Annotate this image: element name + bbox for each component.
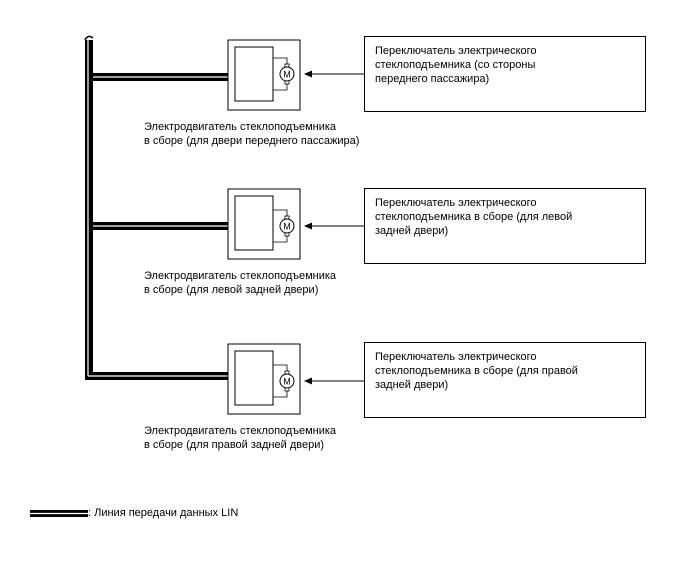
lin-branch-2 [93, 222, 228, 230]
switch-box-rear-right: Переключатель электрического стеклоподъе… [364, 342, 646, 418]
motor-unit-1: M [227, 39, 301, 111]
legend-lin-symbol [30, 510, 88, 517]
motor-label-rear-left: Электродвигатель стеклоподъемника в сбор… [144, 270, 337, 296]
motor-label-rear-right: Электродвигатель стеклоподъемника в сбор… [144, 425, 337, 451]
motor-icon [279, 66, 295, 82]
motor-icon [279, 218, 295, 234]
motor-icon [279, 373, 295, 389]
switch-box-rear-left: Переключатель электрического стеклоподъе… [364, 188, 646, 264]
switch-label: Переключатель электрического стеклоподъе… [375, 351, 578, 391]
motor-symbol: M [283, 222, 291, 232]
switch-label: Переключатель электрического стеклоподъе… [375, 45, 537, 85]
switch-label: Переключатель электрического стеклоподъе… [375, 197, 573, 237]
signal-arrow-3 [304, 377, 364, 385]
lin-branch-3 [85, 372, 228, 380]
motor-unit-3: M [227, 343, 301, 415]
motor-symbol: M [283, 70, 291, 80]
signal-arrow-1 [304, 70, 364, 78]
motor-symbol: M [283, 377, 291, 387]
signal-arrow-2 [304, 222, 364, 230]
lin-trunk [84, 35, 94, 380]
switch-box-front-passenger: Переключатель электрического стеклоподъе… [364, 36, 646, 112]
motor-label-front-passenger: Электродвигатель стеклоподъемника в сбор… [144, 121, 360, 147]
motor-unit-2: M [227, 188, 301, 260]
lin-branch-1 [93, 73, 228, 81]
legend-text: : Линия передачи данных LIN [88, 507, 239, 519]
